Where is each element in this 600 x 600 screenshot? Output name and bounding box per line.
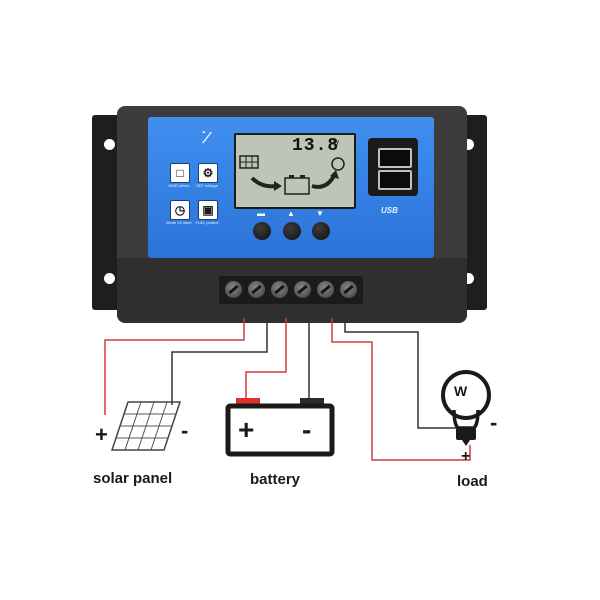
battery-label: battery: [250, 471, 301, 488]
battery-icon: [225, 398, 335, 457]
timer-label: Mode 24 timer: [166, 220, 192, 225]
solar-positive-sign: +: [95, 422, 108, 447]
lcd-voltage-unit: V: [333, 139, 340, 149]
wire-load-negative: [344, 318, 462, 429]
mode-label: MOD select: [168, 183, 190, 188]
menu-button[interactable]: [253, 222, 271, 240]
menu-key-icon: ▬: [257, 209, 265, 218]
solar-panel-icon: [110, 401, 182, 451]
lcd-voltage-readout: 13.8: [292, 136, 340, 156]
usb-label: USB: [381, 206, 398, 215]
terminal-battery-positive[interactable]: [271, 281, 288, 298]
up-key-icon: ▲: [287, 209, 295, 218]
wire-battery-positive: [245, 318, 287, 398]
terminal-battery-negative[interactable]: [294, 281, 311, 298]
wire-solar-positive: [104, 318, 245, 415]
gear-icon: ⚙: [198, 163, 218, 183]
terminal-strip: [219, 276, 363, 304]
terminal-solar-positive[interactable]: [225, 281, 242, 298]
wire-solar-negative: [171, 318, 268, 405]
full-protect-label: FULL protect: [195, 220, 219, 225]
mode-icon: □: [170, 163, 190, 183]
load-label: load: [457, 473, 488, 490]
battery-negative-terminal: [300, 398, 324, 406]
wire-load-positive: [331, 318, 471, 461]
solar-panel-label: solar panel: [93, 470, 173, 487]
set-voltage-label: SET voltage: [196, 183, 218, 188]
load-negative-sign: -: [490, 410, 498, 435]
mounting-hole: [104, 139, 115, 150]
brand-logo: ˙∕: [200, 130, 208, 147]
battery-positive-sign: +: [238, 414, 255, 445]
bulb-letter: W: [454, 383, 468, 399]
terminal-load-negative[interactable]: [340, 281, 357, 298]
battery-negative-sign: -: [302, 414, 312, 445]
down-button[interactable]: [312, 222, 330, 240]
battery-positive-terminal: [236, 398, 260, 406]
clock-icon: ◷: [170, 200, 190, 220]
mounting-hole: [463, 273, 474, 284]
terminal-solar-negative[interactable]: [248, 281, 265, 298]
lock-icon: ▣: [198, 200, 218, 220]
mounting-hole: [104, 273, 115, 284]
terminal-load-positive[interactable]: [317, 281, 334, 298]
usb-port-2[interactable]: [378, 170, 412, 190]
usb-port-1[interactable]: [378, 148, 412, 168]
load-positive-sign: +: [461, 448, 471, 465]
mounting-hole: [463, 139, 474, 150]
solar-negative-sign: -: [181, 418, 189, 443]
up-button[interactable]: [283, 222, 301, 240]
bulb-icon: [441, 370, 491, 446]
down-key-icon: ▼: [316, 209, 324, 218]
